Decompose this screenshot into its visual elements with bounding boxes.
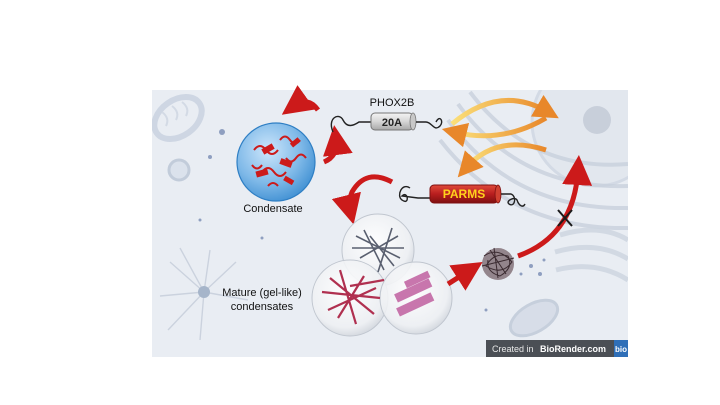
mitochondrion-icon <box>152 94 205 142</box>
curved-arrow-icon <box>457 142 547 178</box>
mature-gel-condensates <box>311 213 453 337</box>
curved-arrow-icon <box>441 115 548 148</box>
biorender-watermark: Created in BioRender.com bio <box>486 340 628 357</box>
background-dots <box>198 129 546 312</box>
mitochondrion-icon <box>508 298 560 338</box>
golgi-icon <box>554 227 628 283</box>
curved-arrow-icon <box>322 125 353 165</box>
mature-label-line2: condensates <box>231 301 294 313</box>
phox2b-label: PHOX2B <box>370 97 415 109</box>
condensate-label: Condensate <box>243 203 302 215</box>
watermark-brand: BioRender.com <box>540 344 606 354</box>
curved-arrow-icon <box>517 155 593 259</box>
watermark-prefix: Created in <box>492 344 534 354</box>
nucleus-icon <box>530 90 628 188</box>
centrosome-icon <box>159 247 249 341</box>
straight-arrow-icon <box>446 261 483 291</box>
parms-protein <box>398 184 526 207</box>
parms-label: PARMS <box>443 187 485 201</box>
condensate-droplet <box>236 122 316 202</box>
red-fibril-network <box>321 269 385 325</box>
phox2b-protein <box>330 112 443 133</box>
grey-fibril-network <box>352 227 404 273</box>
mature-label-line1: Mature (gel-like) <box>222 287 301 299</box>
curved-arrow-icon <box>331 174 394 225</box>
variant-20a-label: 20A <box>382 117 402 129</box>
vesicle-icon <box>167 158 191 182</box>
block-x-icon <box>557 209 573 227</box>
curved-arrow-icon <box>281 85 321 115</box>
fibril-aggregate-icon <box>481 247 515 280</box>
curved-arrow-icon <box>450 94 559 126</box>
watermark-badge: bio <box>615 345 627 354</box>
pink-fibril-sheets <box>394 270 435 317</box>
